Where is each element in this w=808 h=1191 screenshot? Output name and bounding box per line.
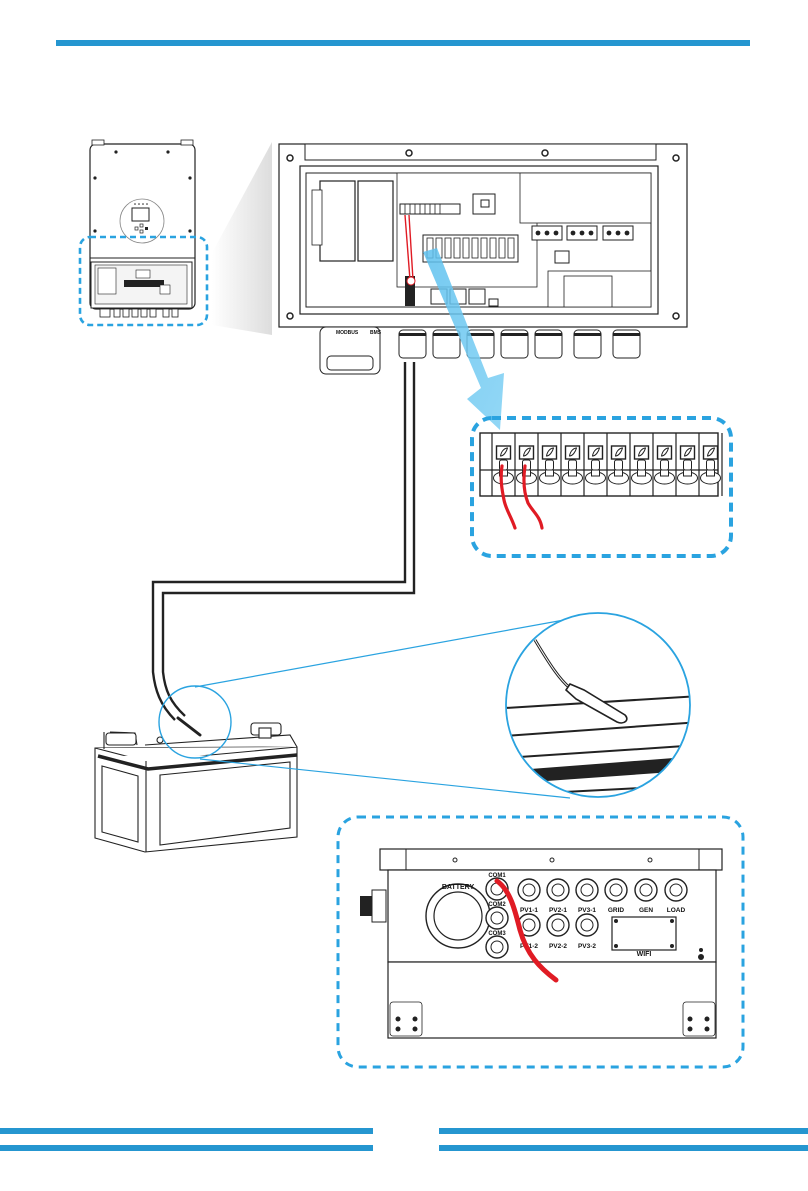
sensor-cable bbox=[153, 362, 414, 720]
port-pv2-1: PV2-1 bbox=[547, 879, 569, 914]
port-com2: COM2 bbox=[486, 902, 508, 929]
label-com2: COM2 bbox=[488, 902, 506, 908]
gland-label-bms: BMS bbox=[370, 330, 382, 336]
zoom-projection bbox=[212, 142, 272, 335]
port-com3: COM3 bbox=[486, 931, 508, 958]
port-pv1-1: PV1-1 bbox=[518, 879, 540, 914]
port-load: LOAD bbox=[665, 879, 687, 914]
sensor-probe bbox=[178, 718, 200, 735]
label-pv2-2: PV2-2 bbox=[549, 943, 567, 950]
wiring-compartment-view: MODBUS BMS bbox=[279, 144, 687, 374]
label-grid: GRID bbox=[608, 907, 625, 914]
label-wifi: WIFI bbox=[637, 951, 652, 958]
port-pv3-1: PV3-1 bbox=[576, 879, 598, 914]
label-gen: GEN bbox=[639, 907, 653, 914]
battery bbox=[95, 723, 297, 852]
label-pv1-1: PV1-1 bbox=[520, 907, 538, 914]
port-pv2-2: PV2-2 bbox=[547, 914, 569, 950]
label-com1: COM1 bbox=[488, 873, 506, 879]
label-com3: COM3 bbox=[488, 931, 506, 937]
label-battery: BATTERY bbox=[442, 884, 475, 891]
port-wifi bbox=[612, 917, 676, 950]
label-pv3-1: PV3-1 bbox=[578, 907, 596, 914]
terminal-block-inset bbox=[480, 433, 722, 528]
port-grid: GRID bbox=[605, 879, 627, 914]
overview-inverter bbox=[90, 140, 195, 317]
label-pv3-2: PV3-2 bbox=[578, 943, 596, 950]
label-load: LOAD bbox=[667, 907, 686, 914]
label-pv2-1: PV2-1 bbox=[549, 907, 567, 914]
gland-label-modbus: MODBUS bbox=[336, 330, 359, 336]
port-pv3-2: PV3-2 bbox=[576, 914, 598, 950]
